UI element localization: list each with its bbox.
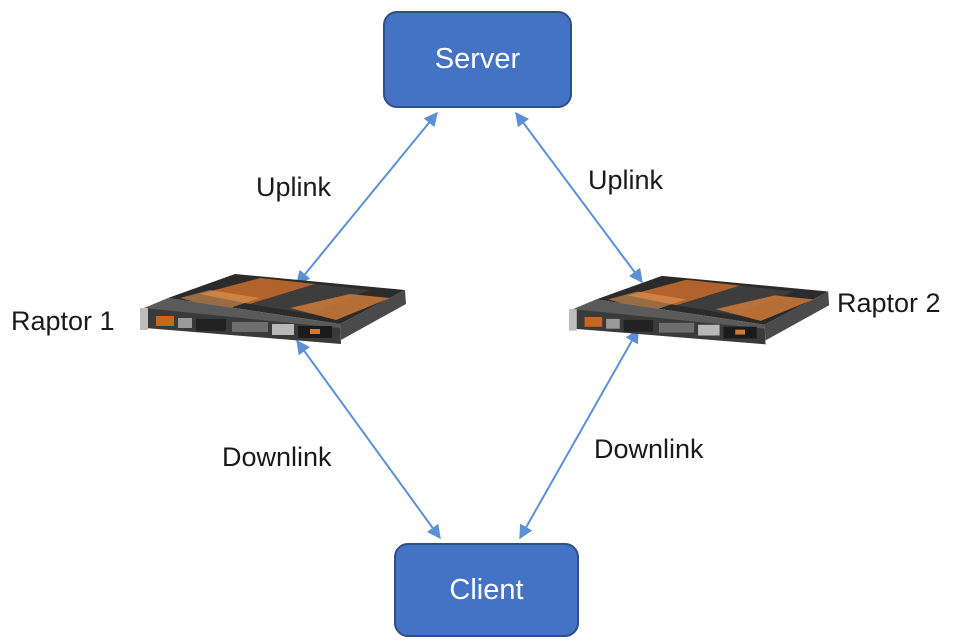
raptor-1-rack-server-icon — [140, 274, 406, 344]
server-label: Server — [434, 43, 521, 75]
uplink-right-arrow — [515, 111, 643, 284]
downlink-left-arrow — [296, 339, 441, 540]
uplink-left-label: Uplink — [256, 172, 332, 202]
server-node: Server — [383, 11, 572, 108]
client-label: Client — [449, 573, 524, 606]
downlink-left-label: Downlink — [222, 442, 332, 472]
client-node: Client — [394, 543, 579, 637]
downlink-right-arrow — [519, 328, 639, 540]
uplink-left-arrow — [296, 111, 438, 286]
raptor-2-label: Raptor 2 — [837, 288, 941, 318]
uplink-right-label: Uplink — [588, 165, 664, 195]
raptor-1-label: Raptor 1 — [11, 306, 115, 336]
raptor-2-rack-server-icon — [568, 275, 830, 345]
downlink-right-label: Downlink — [594, 434, 704, 464]
